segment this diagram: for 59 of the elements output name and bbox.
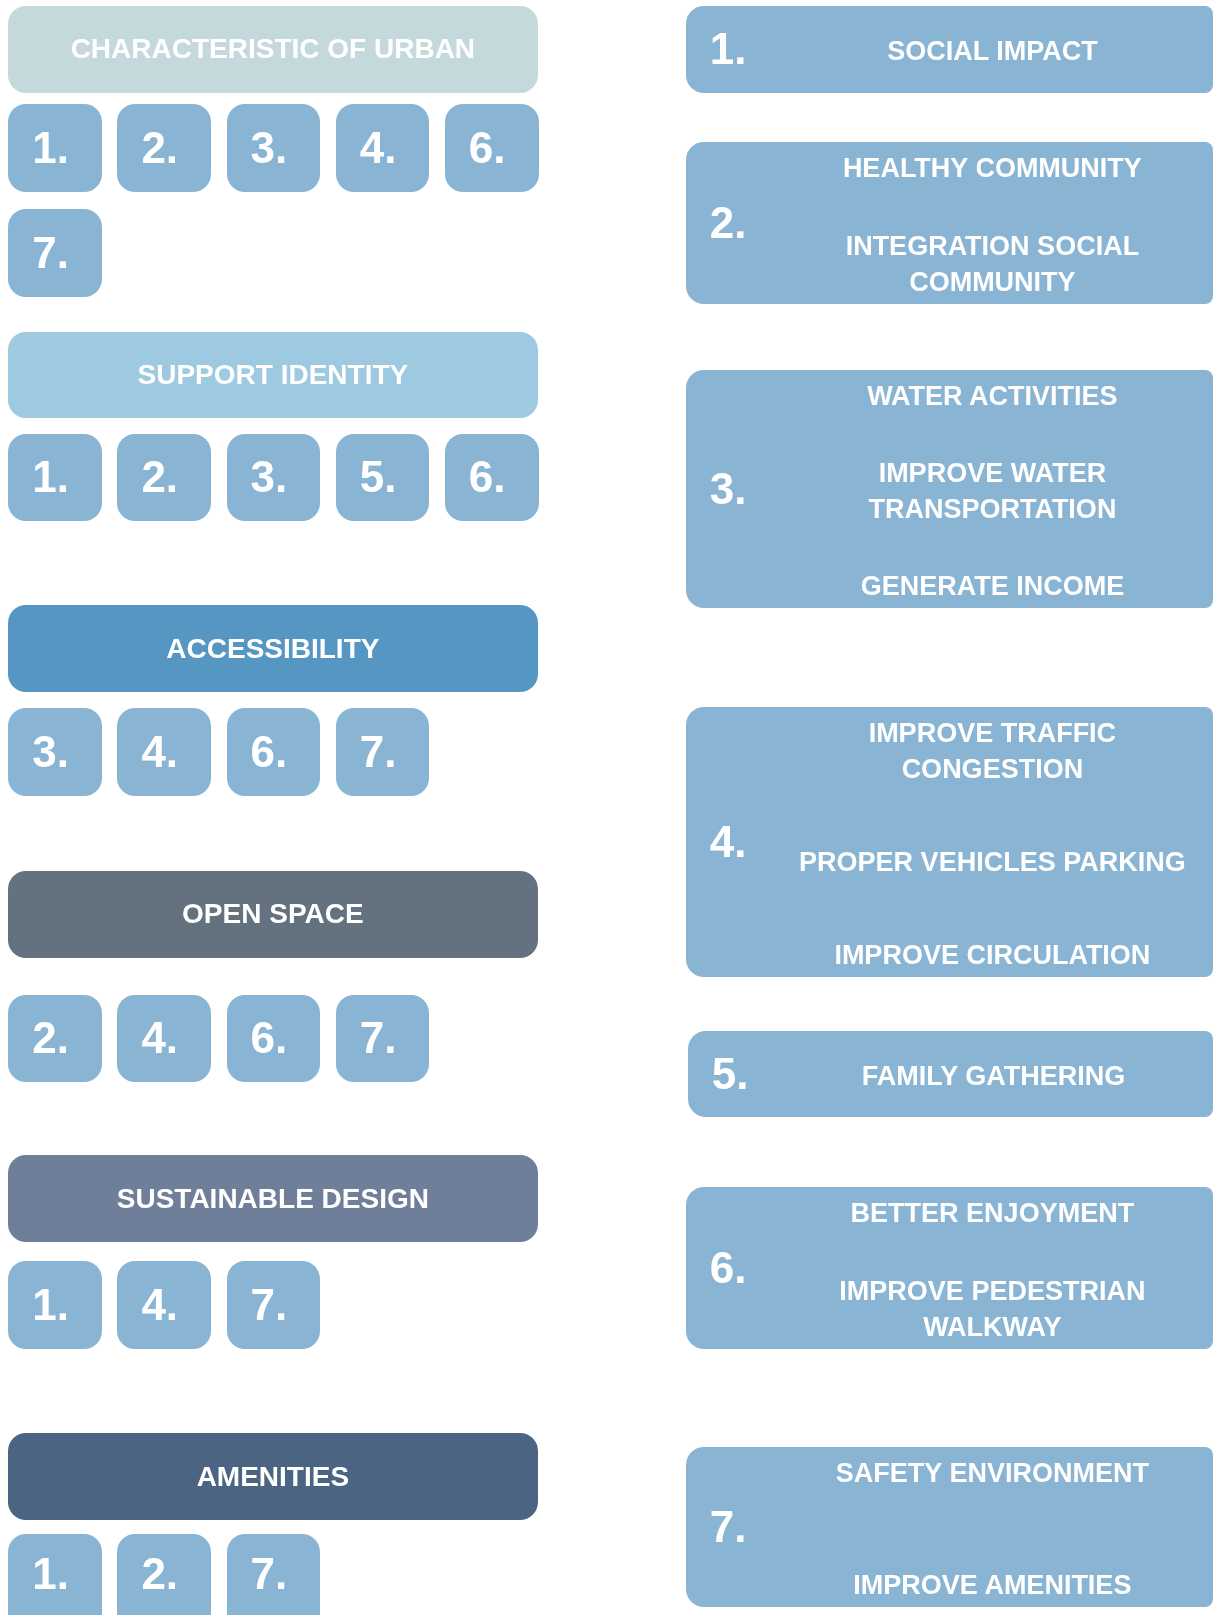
number-tile: 3. [8,708,102,796]
category-header: OPEN SPACE [8,871,538,958]
number-tile: 2. [117,104,212,192]
number-tile: 6. [226,708,321,796]
objective-number: 5. [711,1049,749,1098]
number-tile: 4. [117,708,212,796]
number-tile: 7. [8,209,102,297]
objective-number: 3. [709,464,747,513]
number-tile: 1. [8,1534,102,1615]
objective-text: GENERATE INCOME [860,569,1125,603]
number-tile: 3. [226,104,321,192]
number-tile: 4. [117,994,212,1083]
objective-text: PROPER VEHICLES PARKING [799,846,1186,880]
objective-card [687,1030,1213,1118]
objective-number: 2. [709,198,747,247]
number-tile: 2. [8,994,102,1083]
category-header: SUSTAINABLE DESIGN [8,1155,538,1242]
objective-card [685,6,1213,93]
objective-text: SAFETY ENVIRONMENT [835,1456,1149,1490]
objective-text: SOCIAL IMPACT [887,35,1098,69]
objective-text: WATER ACTIVITIES [867,379,1118,413]
number-tile: 4. [117,1261,212,1349]
objective-number: 7. [709,1503,747,1552]
objective-text: INTEGRATION SOCIAL COMMUNITY [844,229,1141,299]
category-header: CHARACTERISTIC OF URBAN [8,6,538,93]
number-tile: 7. [335,994,430,1083]
number-tile: 6. [226,994,321,1083]
number-tile: 6. [444,104,539,192]
objective-text: BETTER ENJOYMENT [850,1197,1135,1231]
number-tile: 7. [335,708,430,796]
number-tile: 2. [117,1534,212,1615]
number-tile: 5. [335,433,430,521]
objective-number: 1. [709,25,747,74]
objective-card [685,1187,1213,1349]
objective-card [685,142,1213,304]
number-tile: 1. [8,104,102,192]
objective-text: IMPROVE CIRCULATION [834,939,1151,973]
objective-text: IMPROVE TRAFFIC CONGESTION [867,717,1118,787]
category-header: SUPPORT IDENTITY [8,331,538,419]
number-tile: 3. [226,433,321,521]
number-tile: 4. [335,104,430,192]
number-tile: 2. [117,433,212,521]
objective-text: IMPROVE PEDESTRIAN WALKWAY [838,1274,1147,1344]
number-tile: 1. [8,1261,102,1349]
objective-text: HEALTHY COMMUNITY [842,152,1142,186]
number-tile: 6. [444,433,539,521]
number-tile: 7. [226,1261,321,1349]
category-header: AMENITIES [8,1433,538,1520]
objective-text: IMPROVE AMENITIES [853,1569,1132,1603]
number-tile: 7. [226,1534,321,1615]
objective-number: 6. [709,1244,747,1293]
objective-text: IMPROVE WATER TRANSPORTATION [867,456,1118,526]
objective-card [685,1446,1213,1608]
number-tile: 1. [8,433,102,521]
objective-text: FAMILY GATHERING [861,1059,1126,1093]
objective-card [685,369,1213,608]
objective-number: 4. [709,818,747,867]
category-header: ACCESSIBILITY [8,605,538,692]
objective-card [685,707,1213,978]
